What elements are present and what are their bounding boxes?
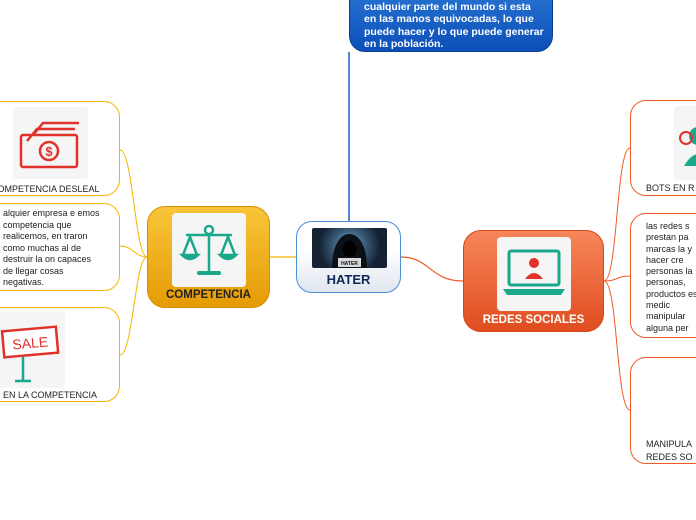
redes-sociales-node[interactable]: REDES SOCIALES xyxy=(463,230,604,332)
laptop-user-icon xyxy=(497,237,571,311)
svg-text:$: $ xyxy=(45,144,53,159)
balance-scale-icon xyxy=(172,213,246,287)
person-icon xyxy=(674,106,696,180)
sale-sign-text: SALE xyxy=(12,333,49,352)
competencia-description: alquier empresa e emos competencia que r… xyxy=(3,208,100,287)
competencia-text-card[interactable]: alquier empresa e emos competencia que r… xyxy=(0,203,120,291)
en-la-competencia-label: EN LA COMPETENCIA xyxy=(3,390,98,400)
bots-label: BOTS EN R xyxy=(646,183,695,193)
competencia-desleal-label: COMPETENCIA DESLEAL xyxy=(0,184,100,194)
bots-card[interactable]: BOTS EN R xyxy=(630,100,696,196)
sale-sign-icon: SALE xyxy=(0,311,65,388)
redes-sociales-label: REDES SOCIALES xyxy=(482,314,585,326)
competencia-desleal-card[interactable]: $ COMPETENCIA DESLEAL xyxy=(0,101,120,196)
competencia-label: COMPETENCIA xyxy=(166,289,251,301)
competencia-node[interactable]: COMPETENCIA xyxy=(147,206,270,308)
manipula-card[interactable]: MANIPULA REDES SO xyxy=(630,357,696,464)
top-note-bubble[interactable]: cualquier parte del mundo si esta en las… xyxy=(349,0,553,52)
money-bills-icon: $ xyxy=(13,107,88,179)
hooded-hacker-image: HATER xyxy=(312,228,387,268)
central-node-hater[interactable]: HATER HATER xyxy=(296,221,401,293)
svg-text:HATER: HATER xyxy=(341,261,358,267)
manipula-label: MANIPULA REDES SO xyxy=(646,439,693,462)
en-la-competencia-card[interactable]: SALE EN LA COMPETENCIA xyxy=(0,307,120,402)
central-node-label: HATER xyxy=(326,272,371,287)
redes-text-card[interactable]: las redes s prestan pa marcas la y hacer… xyxy=(630,213,696,338)
top-note-text: cualquier parte del mundo si esta en las… xyxy=(364,1,544,50)
redes-description: las redes s prestan pa marcas la y hacer… xyxy=(646,221,696,333)
